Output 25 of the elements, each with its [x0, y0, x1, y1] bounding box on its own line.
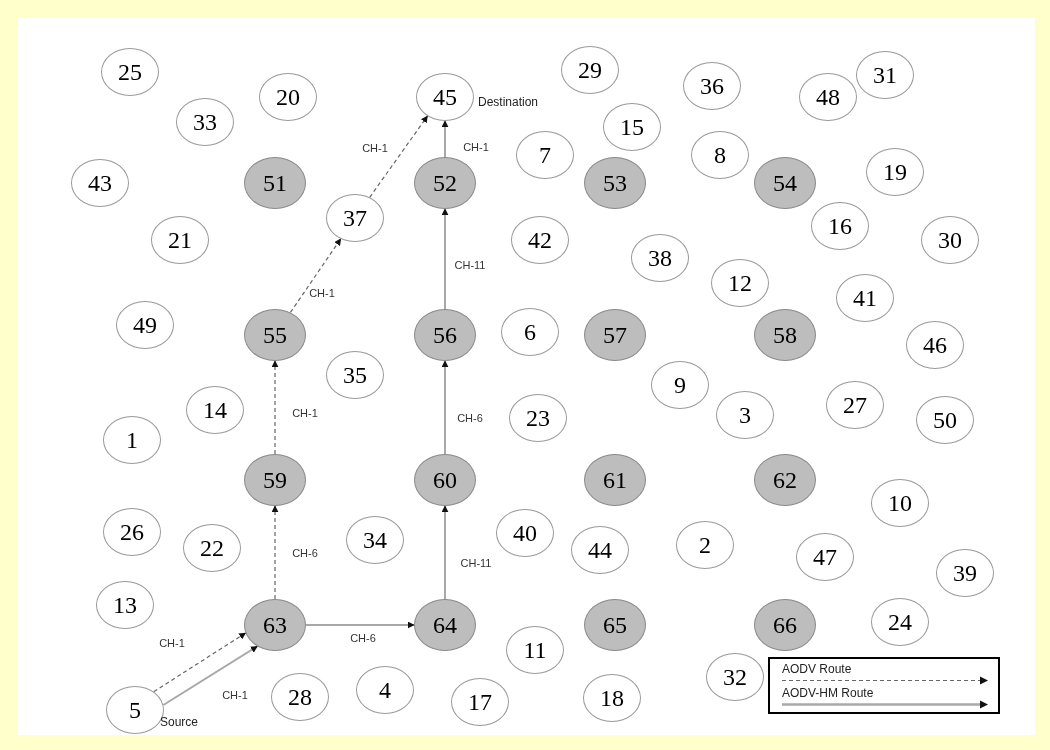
arrow	[441, 505, 449, 600]
edge-label: CH-1	[291, 407, 319, 419]
legend-label: AODV Route	[782, 662, 852, 676]
dashed-arrow	[289, 238, 342, 314]
dashed-arrow	[271, 360, 279, 455]
dashed-arrow	[153, 632, 247, 693]
edge-label: CH-6	[291, 547, 319, 559]
edge-label: CH-1	[308, 287, 336, 299]
edge-label: CH-1	[221, 689, 249, 701]
edge-label: CH-11	[453, 259, 487, 271]
edge-label: CH-1	[361, 142, 389, 154]
edge-label: CH-6	[349, 632, 377, 644]
arrow	[441, 120, 449, 158]
dashed-arrow	[271, 505, 279, 600]
arrow	[441, 208, 449, 310]
legend-label: AODV-HM Route	[782, 686, 874, 700]
edge-label: CH-11	[459, 557, 493, 569]
arrow	[305, 621, 415, 629]
edge-label: CH-1	[462, 141, 490, 153]
arrow	[441, 360, 449, 455]
edge-label: CH-6	[456, 412, 484, 424]
dashed-arrow	[369, 115, 429, 198]
node-caption: Destination	[478, 96, 539, 108]
edge-label: CH-1	[158, 637, 186, 649]
arrow	[162, 645, 259, 706]
